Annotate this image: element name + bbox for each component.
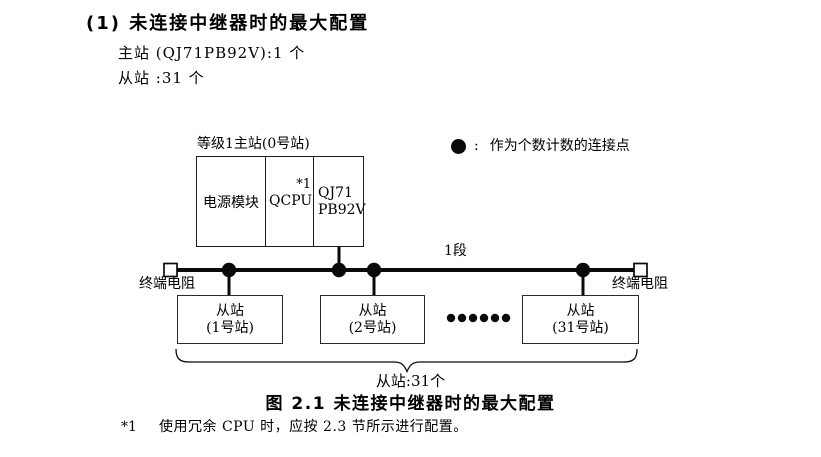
connection-dot [575, 262, 591, 278]
module-name-line2: PB92V [318, 201, 366, 218]
qj71pb92v-cell: QJ71 PB92V [314, 157, 366, 246]
module-name-line1: QJ71 [318, 184, 353, 201]
section-heading: (1) 未连接中继器时的最大配置 [86, 13, 370, 34]
figure-caption: 图 2.1 未连接中继器时的最大配置 [265, 394, 556, 414]
footnote-text: 使用冗余 CPU 时，应按 2.3 节所示进行配置。 [159, 419, 468, 435]
terminator-label-left: 终端电阻 [139, 276, 195, 292]
slave-station-box-2: 从站 (2号站) [320, 295, 425, 344]
slave-name: 从站 [216, 302, 244, 319]
legend-colon: : [474, 138, 479, 154]
footnote-reference: *1 [296, 177, 311, 192]
connection-dot [366, 262, 382, 278]
slave-name: 从站 [566, 302, 595, 319]
slave-total-label: 从站:31个 [375, 372, 446, 390]
master-station-box: 电源模块 *1 QCPU QJ71 PB92V [196, 156, 366, 247]
slave-station-number: (31号站) [552, 319, 609, 336]
qcpu-label: QCPU [269, 193, 313, 209]
connection-dot [331, 262, 347, 278]
legend: : 作为个数计数的连接点 [451, 138, 630, 154]
slave-station-box-1: 从站 (1号站) [177, 295, 283, 344]
slave-count-line: 从站 :31 个 [118, 69, 205, 87]
legend-text: 作为个数计数的连接点 [489, 138, 630, 154]
slave-station-number: (1号站) [206, 319, 254, 336]
power-module-cell: 电源模块 [197, 157, 266, 246]
qcpu-cell: *1 QCPU [266, 157, 314, 246]
slave-group-brace [175, 348, 638, 374]
slave-name: 从站 [358, 302, 387, 319]
continuation-dots-icon [446, 313, 511, 323]
segment-label: 1段 [444, 243, 467, 259]
slave-station-number: (2号站) [348, 319, 397, 336]
terminator-square-left [163, 262, 178, 278]
master-station-label: 等级1主站(0号站) [197, 136, 310, 152]
terminator-square-right [633, 262, 648, 278]
footnote-marker: *1 [121, 419, 137, 435]
connection-dot [221, 262, 237, 278]
master-count-line: 主站 (QJ71PB92V):1 个 [118, 44, 306, 62]
terminator-label-right: 终端电阻 [612, 276, 668, 292]
connection-point-icon [451, 138, 466, 154]
slave-station-box-31: 从站 (31号站) [522, 295, 639, 344]
